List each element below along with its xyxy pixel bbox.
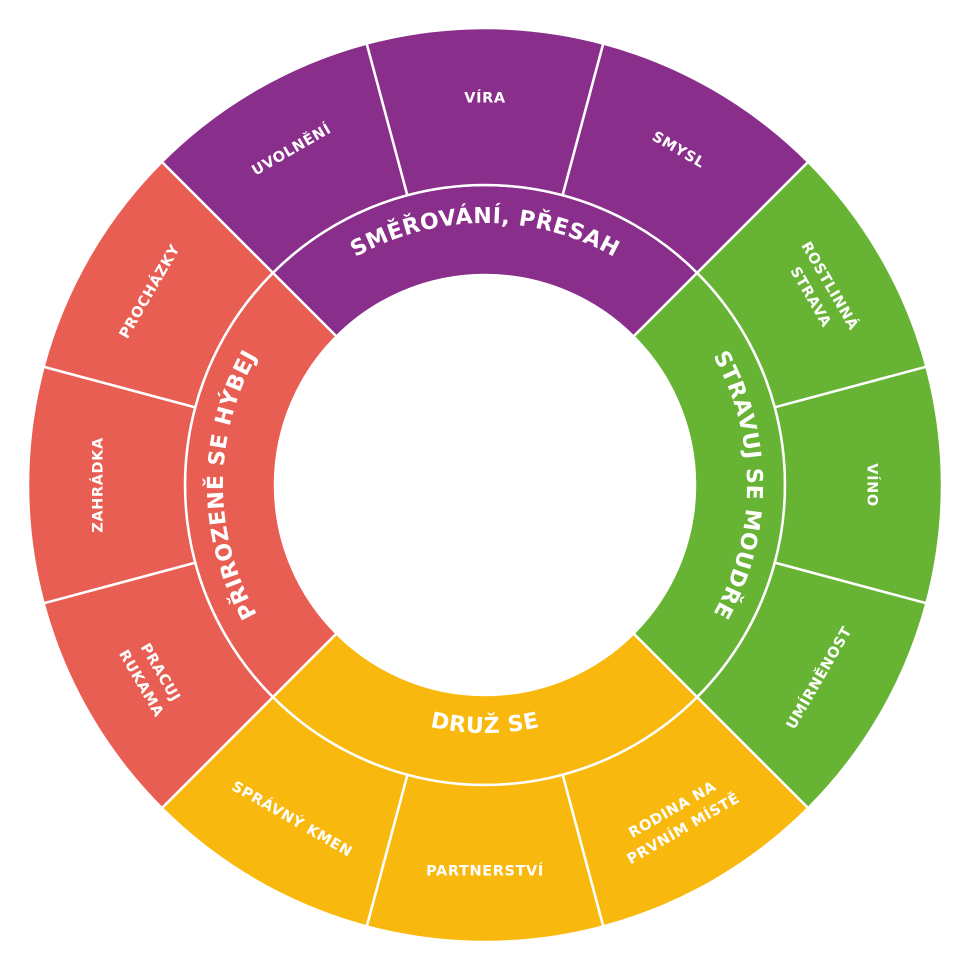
item-label-zahradka: ZAHRÁDKA	[90, 437, 107, 533]
item-segment-vino	[773, 365, 944, 605]
item-label-vino: VÍNO	[864, 463, 881, 506]
item-segment-vira	[365, 26, 605, 197]
item-segment-zahradka	[26, 365, 197, 605]
item-segment-partnerstvi	[365, 773, 605, 944]
item-segment-prochazky	[42, 160, 275, 409]
item-label-vira: VÍRA	[464, 90, 506, 107]
item-label-partnerstvi: PARTNERSTVÍ	[426, 863, 544, 880]
